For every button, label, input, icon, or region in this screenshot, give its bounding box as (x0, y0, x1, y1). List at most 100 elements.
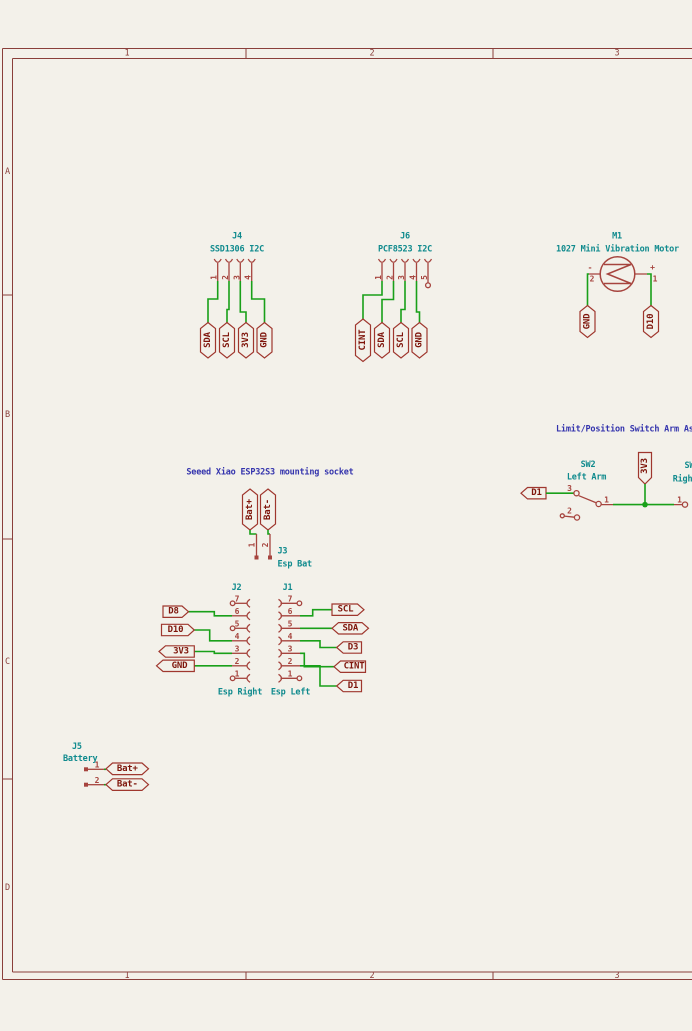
net-label-gnd[interactable]: GND (415, 331, 425, 347)
j2-pin-3: 3 (235, 645, 240, 654)
j3-ref: J3 (278, 547, 288, 557)
j5-ref: J5 (72, 742, 82, 752)
frame-col-3-top: 3 (614, 49, 619, 59)
wire (207, 281, 219, 323)
xiao-socket[interactable]: Seeed Xiao ESP32S3 mounting socket Bat+ … (186, 467, 353, 570)
m1-plus: + (650, 263, 655, 272)
wire (239, 281, 247, 323)
wire (194, 629, 232, 642)
j6-ref: J6 (400, 232, 410, 242)
j1-pin-1: 1 (288, 670, 293, 679)
frame-col-3-bottom: 3 (614, 971, 619, 981)
net-label-sda[interactable]: SDA (342, 623, 359, 633)
j4-pin-3: 3 (232, 275, 241, 280)
j6-value: PCF8523 I2C (378, 245, 432, 255)
net-label-3v3[interactable]: 3V3 (640, 458, 650, 474)
j3-value: Esp Bat (278, 560, 313, 570)
connector-j6[interactable]: J6 PCF8523 I2C 1 2 3 4 5 CINT SDA SCL GN… (354, 232, 433, 363)
wire (300, 665, 337, 687)
net-label-bat-plus[interactable]: Bat+ (117, 764, 139, 774)
net-label-sda[interactable]: SDA (377, 331, 387, 347)
net-label-d1[interactable]: D1 (348, 681, 359, 691)
sw2-pin-1: 1 (604, 495, 609, 504)
j6-pin-2: 2 (386, 275, 395, 280)
net-label-d10[interactable]: D10 (168, 625, 184, 635)
wire (300, 608, 332, 617)
j5-pin-1: 1 (95, 761, 100, 770)
frame-col-1-bottom: 1 (124, 971, 129, 981)
wire (249, 530, 257, 535)
connector-j2[interactable]: J2 Esp Right 7 6 5 4 3 2 1 D8 D10 3V3 GN… (155, 583, 263, 697)
m1-pin-1: 1 (653, 275, 658, 284)
sw1-value: Right Arm (673, 474, 692, 485)
j6-pin-3: 3 (397, 275, 406, 280)
connector-j1[interactable]: J1 Esp Left 7 6 5 4 3 2 1 SCL SDA D3 CIN… (271, 583, 370, 697)
net-label-bat-plus[interactable]: Bat+ (245, 498, 255, 520)
wire (226, 281, 230, 323)
motor-m1[interactable]: M1 1027 Mini Vibration Motor - + 2 1 GND… (556, 232, 679, 339)
sw1-ref: SW1 (685, 461, 692, 471)
j2-pin-2: 2 (235, 657, 240, 666)
xiao-note: Seeed Xiao ESP32S3 mounting socket (186, 467, 353, 478)
j1-pin-4: 4 (288, 632, 293, 641)
j5-pin-2: 2 (95, 776, 100, 785)
j6-pin-4: 4 (409, 275, 418, 280)
net-label-scl[interactable]: SCL (222, 331, 232, 347)
net-label-d10[interactable]: D10 (646, 314, 656, 330)
wire (400, 281, 406, 323)
j2-pin-7: 7 (235, 595, 240, 604)
sw2-pin-2: 2 (567, 507, 572, 516)
net-label-d1[interactable]: D1 (531, 488, 542, 498)
net-label-bat-minus[interactable]: Bat- (263, 499, 273, 520)
net-label-gnd[interactable]: GND (172, 661, 189, 671)
j4-pin-2: 2 (221, 275, 230, 280)
net-label-cint[interactable]: CINT (358, 329, 368, 351)
j2-pin-5: 5 (235, 620, 240, 629)
frame-col-2-top: 2 (369, 49, 374, 59)
j6-pin-5: 5 (420, 275, 429, 280)
j4-ref: J4 (232, 232, 242, 242)
frame-col-1-top: 1 (124, 49, 129, 59)
wire (194, 650, 232, 655)
net-label-scl[interactable]: SCL (396, 331, 406, 347)
j1-pin-7: 7 (288, 595, 293, 604)
net-label-bat-minus[interactable]: Bat- (117, 780, 138, 790)
connector-j4[interactable]: J4 SSD1306 I2C 1 2 3 4 SDA SCL 3V3 GND (199, 232, 273, 359)
sw2-ref: SW2 (581, 460, 596, 470)
j1-pin-6: 6 (288, 607, 293, 616)
net-label-gnd[interactable]: GND (260, 331, 270, 347)
wire (300, 640, 337, 649)
net-label-scl[interactable]: SCL (338, 605, 355, 615)
net-label-gnd[interactable]: GND (583, 313, 593, 329)
net-label-3v3[interactable]: 3V3 (173, 647, 189, 657)
wire (586, 273, 589, 306)
m1-minus: - (588, 263, 593, 272)
motor-m-glyph (604, 263, 632, 285)
j1-ref: J1 (283, 583, 293, 593)
net-label-3v3[interactable]: 3V3 (241, 332, 251, 348)
wire-junction (642, 501, 648, 508)
net-label-d3[interactable]: D3 (348, 643, 359, 653)
j3-pin-2: 2 (261, 542, 270, 547)
net-label-cint[interactable]: CINT (344, 662, 366, 672)
sheet-frame: 1 2 3 1 2 3 A B C D (2, 48, 692, 981)
net-label-d8[interactable]: D8 (168, 607, 179, 617)
m1-value: 1027 Mini Vibration Motor (556, 244, 679, 255)
net-label-sda[interactable]: SDA (203, 331, 213, 347)
switch-lever[interactable] (578, 495, 597, 504)
j4-value: SSD1306 I2C (210, 245, 264, 255)
sw2-value: Left Arm (567, 473, 606, 483)
wire (362, 281, 383, 319)
frame-row-c: C (5, 657, 10, 667)
switch-assembly[interactable]: Limit/Position Switch Arm As SW2 Left Ar… (520, 424, 692, 521)
j3-pin-1: 1 (248, 542, 257, 547)
j2-pin-6: 6 (235, 607, 240, 616)
j1-pin-5: 5 (288, 620, 293, 629)
wire (300, 652, 334, 668)
connector-j5[interactable]: J5 Battery 1 2 Bat+ Bat- (63, 742, 150, 792)
assembly-note: Limit/Position Switch Arm As (556, 424, 692, 435)
j2-pin-1: 1 (235, 670, 240, 679)
j5-value: Battery (63, 754, 98, 764)
